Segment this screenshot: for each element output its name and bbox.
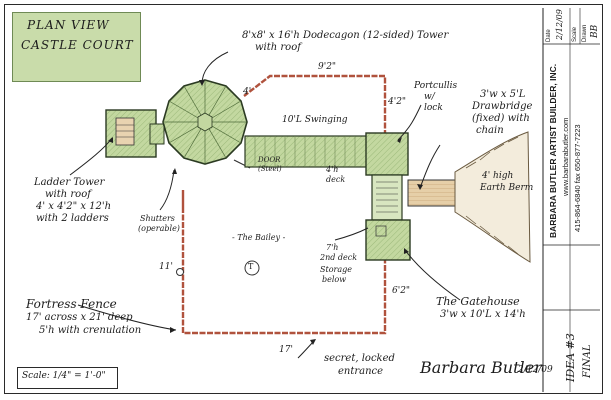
ladder-tower-inner: [115, 117, 135, 146]
earth-berm: [454, 131, 531, 263]
scale-label: Scale: [572, 26, 578, 42]
label-drawbridge-3: (fixed) with: [472, 113, 530, 124]
label-ladder-1: Ladder Tower: [34, 177, 105, 188]
label-secret: secret, locked: [324, 353, 395, 364]
label-berm-2: Earth Berm: [480, 183, 534, 193]
label-storage-2: below: [322, 275, 347, 284]
company-phone: 415-864-6840 fax 650-877-7223: [573, 124, 582, 232]
label-tower-2: with roof: [255, 42, 301, 53]
idea-number: IDEA #3: [564, 333, 577, 382]
label-drawbridge: 3'w x 5'L: [480, 89, 526, 100]
gatehouse-bottom: [365, 219, 411, 261]
label-portcullis-2: w/: [424, 92, 435, 102]
label-deck-7: 7'h: [326, 243, 339, 252]
scale-box: Scale: 1/4" = 1'-0": [17, 367, 118, 389]
title-box: PLAN VIEW CASTLE COURT: [12, 12, 141, 82]
label-door-2: (Steel): [258, 165, 282, 173]
label-door: DOOR: [258, 156, 281, 164]
final-label: FINAL: [582, 344, 593, 378]
label-scale: Scale: 1/4" = 1'-0": [22, 371, 106, 381]
label-portcullis: Portcullis: [414, 81, 458, 91]
label-bailey: - The Bailey -: [232, 233, 286, 242]
signature: Barbara Butler: [420, 358, 542, 377]
tree-marker-label: T: [248, 262, 254, 271]
label-fence-3: 5'h with crenulation: [39, 325, 142, 336]
drawbridge: [407, 179, 459, 207]
label-drawbridge-2: Drawbridge: [472, 101, 533, 112]
date-value: 2/12/09: [555, 9, 564, 40]
label-drawbridge-4: chain: [476, 125, 504, 136]
label-right-dim-2: 6'2": [392, 286, 411, 296]
label-deck-4: 4'h: [326, 165, 339, 174]
label-ladder-2: with roof: [45, 189, 91, 200]
drawn-label: Drawn: [582, 24, 588, 42]
label-gatehouse-2: 3'w x 10'L x 14'h: [440, 309, 526, 320]
label-deck-4b: deck: [326, 175, 346, 184]
fence-post: [176, 268, 184, 276]
label-tower: 8'x8' x 16'h Dodecagon (12-sided) Tower: [242, 30, 449, 41]
label-gatehouse: The Gatehouse: [436, 295, 520, 308]
label-secret-2: entrance: [338, 366, 384, 377]
fortress-fence: [181, 74, 387, 335]
date-label: Date: [546, 29, 552, 42]
label-shutters-2: (operable): [138, 224, 180, 233]
title-line-1: PLAN VIEW: [27, 18, 110, 32]
label-shutters: Shutters: [140, 214, 175, 223]
label-top-dim: 9'2": [318, 62, 337, 72]
label-left-dim: 4': [243, 87, 252, 97]
title-line-2: CASTLE COURT: [21, 38, 134, 52]
label-deck-7b: 2nd deck: [320, 253, 358, 262]
label-fence-2: 17' across x 21' deep: [26, 312, 133, 323]
label-ladder-3: 4' x 4'2" x 12'h: [36, 201, 112, 212]
label-ladder-4: with 2 ladders: [36, 213, 109, 224]
label-left-dim-2: 11': [159, 262, 173, 272]
label-portcullis-3: lock: [424, 103, 443, 113]
signature-date: 2/12/09: [518, 365, 553, 375]
company-website: www.barbarabutler.com: [561, 117, 570, 196]
label-swing: 10'L Swinging: [282, 115, 348, 125]
sheet-border: [4, 4, 603, 394]
gatehouse-top: [365, 132, 409, 176]
swinging-bridge: [244, 135, 370, 168]
label-fence: Fortress Fence: [26, 297, 117, 311]
label-right-top-dim: 4'2": [388, 97, 407, 107]
ladder-tower-connector: [149, 123, 165, 145]
drawn-value: BB: [590, 24, 600, 38]
label-berm: 4' high: [482, 171, 514, 181]
tree-marker: [244, 260, 260, 276]
label-storage: Storage: [320, 265, 352, 274]
label-bottom-dim: 17': [279, 345, 293, 355]
company-name: BARBARA BUTLER ARTIST BUILDER, INC.: [548, 63, 558, 238]
